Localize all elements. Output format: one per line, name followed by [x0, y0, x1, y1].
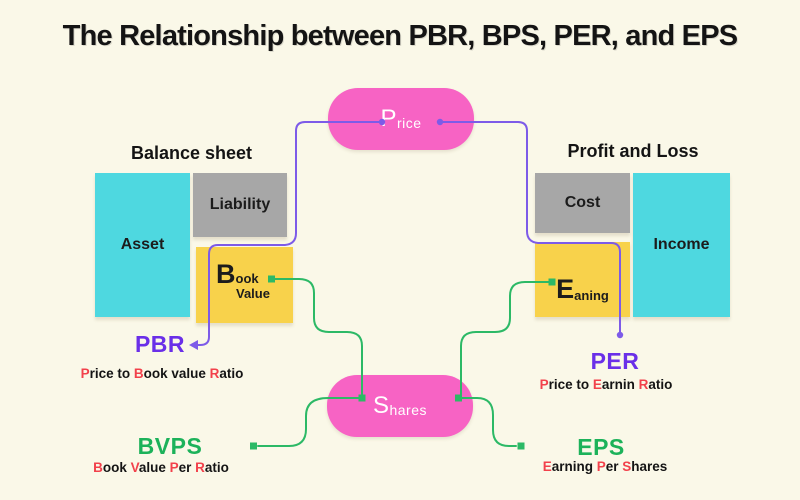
income-label: Income: [653, 236, 710, 253]
liability-box: Liability: [193, 173, 287, 237]
price-node-rest: rice: [396, 114, 422, 131]
eps-label: EPS: [577, 434, 625, 460]
book-rest: ook: [235, 271, 259, 286]
asset-label: Asset: [120, 236, 165, 253]
cost-label: Cost: [564, 194, 601, 211]
profit-loss-heading: Profit and Loss: [567, 141, 699, 161]
pbr-label: PBR: [134, 331, 186, 357]
earning-initial: E: [556, 274, 575, 304]
liability-label: Liability: [209, 196, 271, 213]
shares-node-rest: hares: [389, 401, 428, 418]
pbr-subtitle: Price to Book value Ratio: [80, 366, 244, 381]
book-value-line1: Book: [216, 261, 259, 288]
bvps-subtitle: Book Value Per Ratio: [93, 460, 229, 475]
income-box: Income: [633, 173, 730, 317]
bvps-end-dot: [250, 442, 257, 450]
balance-sheet-heading: Balance sheet: [130, 143, 253, 163]
page-title: The Relationship between PBR, BPS, PER, …: [62, 20, 738, 52]
asset-box: Asset: [95, 173, 190, 317]
price-node-initial: P: [380, 105, 397, 132]
book-value-line2: Value: [236, 286, 270, 301]
per-end-dot: [616, 331, 624, 339]
book-initial: B: [216, 259, 236, 289]
shares-node-initial: S: [372, 392, 390, 419]
per-label: PER: [590, 348, 640, 374]
earning-rest: aning: [574, 288, 609, 303]
cost-box: Cost: [535, 173, 630, 233]
bvps-label: BVPS: [137, 433, 203, 459]
book-value-box: Book Value: [196, 247, 293, 323]
eps-end-dot: [517, 442, 525, 450]
eps-subtitle: Earning Per Shares: [542, 459, 668, 474]
per-subtitle: Price to Earnin Ratio: [539, 377, 673, 392]
